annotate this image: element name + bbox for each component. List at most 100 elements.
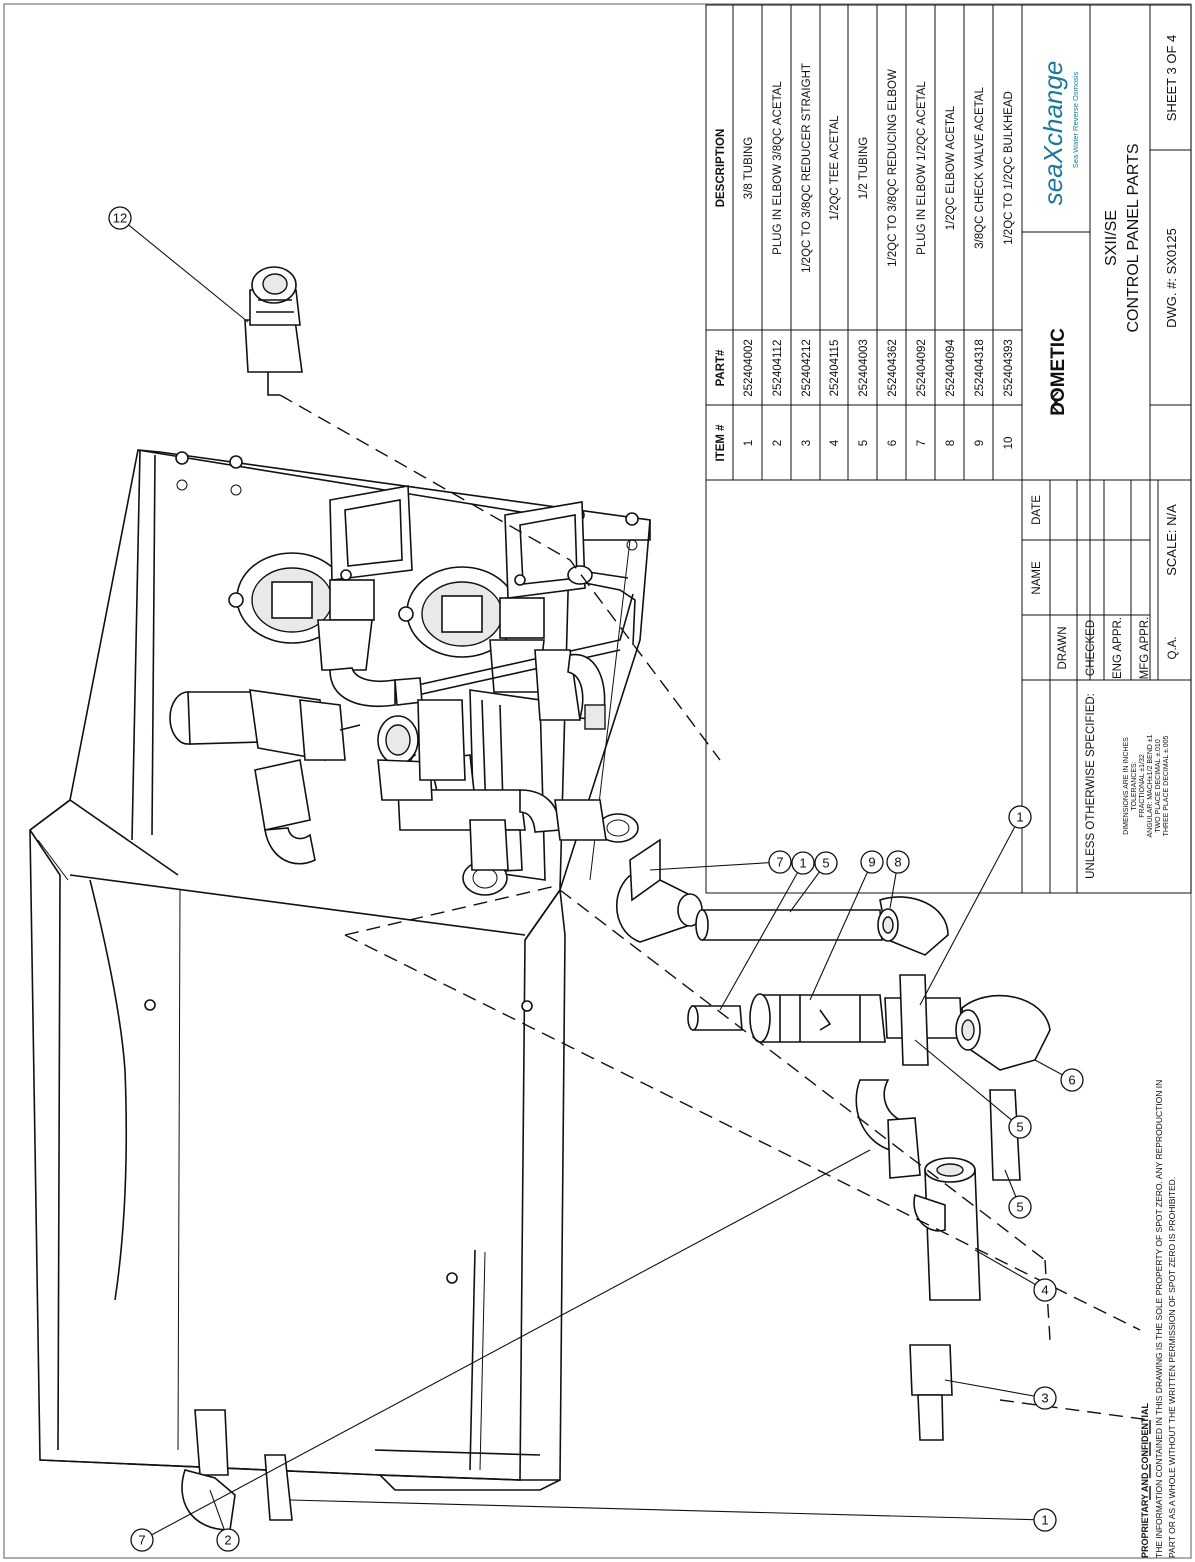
bom-desc-7: PLUG IN ELBOW 1/2QC ACETAL bbox=[916, 81, 928, 255]
balloon-2: 2 bbox=[209, 1489, 240, 1552]
proprietary-line: THE INFORMATION CONTAINED IN THIS DRAWIN… bbox=[1154, 1080, 1164, 1558]
bom-desc-5: 1/2 TUBING bbox=[858, 137, 870, 199]
svg-text:7: 7 bbox=[138, 1533, 145, 1548]
check-valve bbox=[749, 993, 886, 1043]
bom-desc-8: 1/2QC ELBOW ACETAL bbox=[945, 105, 957, 230]
mfg-appr-label: MFG APPR. bbox=[1139, 617, 1151, 680]
tolerance-heading: UNLESS OTHERWISE SPECIFIED: bbox=[1085, 693, 1097, 879]
svg-text:1: 1 bbox=[1041, 1513, 1048, 1528]
svg-text:3: 3 bbox=[1041, 1391, 1048, 1406]
svg-text:6: 6 bbox=[1068, 1073, 1075, 1088]
bom-part-6: 252404362 bbox=[887, 339, 899, 397]
balloon-1: 1 bbox=[919, 805, 1032, 1006]
left-valve-assembly bbox=[169, 689, 361, 865]
svg-text:5: 5 bbox=[822, 856, 829, 871]
tolerance-line: TWO PLACE DECIMAL ±.010 bbox=[1155, 739, 1162, 833]
exploded-parts bbox=[181, 266, 1151, 1531]
balloon-4: 4 bbox=[974, 1249, 1057, 1302]
table-row: 9 252404318 3/8QC CHECK VALVE ACETAL bbox=[974, 87, 986, 447]
title-block-area: ITEM # PART# DESCRIPTION 1 252404002 3/8… bbox=[705, 4, 1192, 894]
bom-item-6: 6 bbox=[887, 440, 899, 446]
bom-desc-1: 3/8 TUBING bbox=[743, 137, 755, 199]
svg-text:1: 1 bbox=[799, 856, 806, 871]
svg-text:1: 1 bbox=[1016, 810, 1023, 825]
dometic-logo: DOMETIC bbox=[1048, 328, 1069, 416]
drawing-title-line1: SXII/SE bbox=[1103, 210, 1120, 266]
balloon-12: 12 bbox=[108, 206, 249, 323]
proprietary-heading: PROPRIETARY AND CONFIDENTIAL bbox=[1140, 1402, 1150, 1558]
bom-item-7: 7 bbox=[916, 440, 928, 446]
bom-part-10: 252404393 bbox=[1003, 339, 1015, 397]
table-row: 6 252404362 1/2QC TO 3/8QC REDUCING ELBO… bbox=[887, 69, 899, 446]
balloon-7: 7 bbox=[649, 850, 792, 874]
bom-desc-10: 1/2QC TO 1/2QC BULKHEAD bbox=[1003, 91, 1015, 245]
bom-desc-9: 3/8QC CHECK VALVE ACETAL bbox=[974, 87, 986, 249]
solenoid-right bbox=[489, 501, 586, 693]
table-row: 10 252404393 1/2QC TO 1/2QC BULKHEAD bbox=[1003, 91, 1015, 449]
table-row: 2 252404112 PLUG IN ELBOW 3/8QC ACETAL bbox=[772, 81, 784, 447]
table-row: 3 252404212 1/2QC TO 3/8QC REDUCER STRAI… bbox=[801, 63, 813, 446]
bom-item-9: 9 bbox=[974, 440, 986, 446]
bom-item-3: 3 bbox=[801, 440, 813, 446]
bom-header-part: PART# bbox=[715, 349, 727, 386]
balloon-1: 1 bbox=[719, 851, 815, 1011]
eng-appr-label: ENG APPR. bbox=[1112, 617, 1124, 679]
balloon-5: 5 bbox=[1004, 1169, 1032, 1219]
tolerance-line: THREE PLACE DECIMAL ±.005 bbox=[1163, 735, 1170, 836]
table-row: 5 252404003 1/2 TUBING bbox=[858, 137, 870, 446]
tolerance-line: ANGULAR: MACH±1/2 BEND ±1 bbox=[1147, 734, 1154, 837]
panel-assembly bbox=[29, 449, 651, 1491]
bom-part-5: 252404003 bbox=[858, 339, 870, 397]
seaxchange-logo-text: seaXchange bbox=[1038, 61, 1068, 206]
bom-part-1: 252404002 bbox=[743, 339, 755, 397]
bill-of-materials: ITEM # PART# DESCRIPTION 1 252404002 3/8… bbox=[706, 5, 1023, 893]
gauge-left bbox=[228, 552, 348, 644]
bulkhead-fitting bbox=[244, 266, 303, 396]
approval-grid: NAME DATE DRAWN CHECKED ENG APPR. MFG AP… bbox=[1021, 479, 1191, 893]
svg-text:12: 12 bbox=[113, 211, 127, 226]
balloon-9: 9 bbox=[809, 850, 884, 1001]
bom-item-10: 10 bbox=[1003, 437, 1015, 450]
seaxchange-tagline: Sea Water Reverse Osmosis bbox=[1071, 72, 1080, 169]
name-column-label: NAME bbox=[1031, 561, 1043, 595]
qa-label: Q.A. bbox=[1167, 636, 1179, 659]
balloon-7: 7 bbox=[130, 1149, 871, 1552]
bom-part-9: 252404318 bbox=[974, 339, 986, 397]
bom-item-8: 8 bbox=[945, 440, 957, 446]
table-row: 1 252404002 3/8 TUBING bbox=[743, 137, 755, 446]
gauge-right bbox=[398, 566, 518, 658]
bom-item-5: 5 bbox=[858, 440, 870, 446]
bom-part-4: 252404115 bbox=[829, 340, 841, 397]
proprietary-note: PROPRIETARY AND CONFIDENTIAL THE INFORMA… bbox=[1140, 1080, 1177, 1558]
solenoid-left bbox=[317, 485, 413, 671]
table-row: 4 252404115 1/2QC TEE ACETAL bbox=[829, 115, 841, 446]
bom-desc-4: 1/2QC TEE ACETAL bbox=[829, 115, 841, 221]
bom-header-description: DESCRIPTION bbox=[715, 129, 727, 208]
balloon-1: 1 bbox=[289, 1499, 1057, 1532]
balloon-5: 5 bbox=[789, 851, 838, 913]
tolerance-line: FRACTIONAL ±1/32 bbox=[1139, 754, 1146, 818]
svg-text:5: 5 bbox=[1016, 1120, 1023, 1135]
tolerance-line: TOLERANCES: bbox=[1131, 761, 1138, 810]
sheet-number: SHEET 3 OF 4 bbox=[1164, 35, 1179, 121]
bom-item-4: 4 bbox=[829, 439, 841, 446]
scale-label: SCALE: N/A bbox=[1164, 504, 1179, 576]
svg-text:5: 5 bbox=[1016, 1200, 1023, 1215]
bom-item-2: 2 bbox=[772, 440, 784, 446]
table-row: 8 252404094 1/2QC ELBOW ACETAL bbox=[945, 105, 957, 446]
svg-text:4: 4 bbox=[1041, 1283, 1048, 1298]
table-row: 7 252404092 PLUG IN ELBOW 1/2QC ACETAL bbox=[916, 81, 928, 447]
balloon-5: 5 bbox=[914, 1039, 1032, 1139]
balloon-3: 3 bbox=[944, 1379, 1057, 1410]
balloon-6: 6 bbox=[1034, 1059, 1084, 1092]
item-balloons: 12 7 1 5 9 8 1 bbox=[108, 206, 1084, 1552]
tolerance-line: DIMENSIONS ARE IN INCHES bbox=[1123, 737, 1130, 835]
bom-part-8: 252404094 bbox=[945, 339, 957, 397]
bom-desc-2: PLUG IN ELBOW 3/8QC ACETAL bbox=[772, 81, 784, 255]
svg-text:9: 9 bbox=[868, 855, 875, 870]
balloon-8: 8 bbox=[886, 850, 910, 909]
bom-part-2: 252404112 bbox=[772, 340, 784, 397]
drawing-title-line2: CONTROL PANEL PARTS bbox=[1125, 143, 1142, 332]
middle-fitting-assembly bbox=[377, 715, 433, 801]
